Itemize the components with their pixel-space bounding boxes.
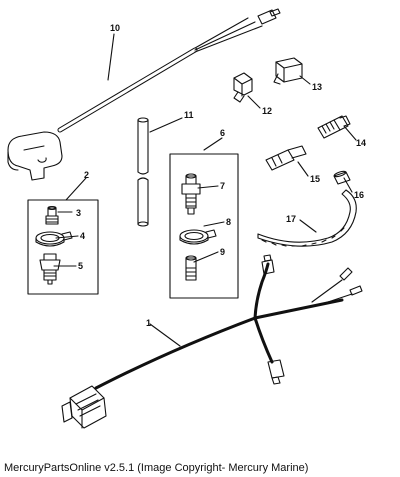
part-11-sleeve[interactable] bbox=[137, 117, 149, 227]
part-10-sensor-cable[interactable] bbox=[7, 8, 281, 181]
callout-15: 15 bbox=[310, 174, 320, 184]
callout-11: 11 bbox=[184, 110, 194, 120]
callout-5: 5 bbox=[78, 261, 83, 271]
callout-3: 3 bbox=[76, 208, 81, 218]
callout-6: 6 bbox=[220, 128, 225, 138]
part-16-small-sleeve[interactable] bbox=[333, 170, 351, 185]
image-caption: MercuryPartsOnline v2.5.1 (Image Copyrig… bbox=[4, 462, 309, 474]
part-1-wiring-harness[interactable] bbox=[61, 254, 363, 429]
callouts: 10 11 12 13 14 15 16 17 6 2 3 4 5 7 8 9 … bbox=[76, 23, 366, 328]
part-12-elbow[interactable] bbox=[233, 72, 253, 103]
callout-7: 7 bbox=[220, 181, 225, 191]
callout-1: 1 bbox=[146, 318, 151, 328]
part-14-sender[interactable] bbox=[317, 115, 351, 139]
callout-2: 2 bbox=[84, 170, 89, 180]
part-3-fitting bbox=[45, 205, 59, 225]
part-15-plug[interactable] bbox=[265, 145, 307, 171]
part-13-connector[interactable] bbox=[273, 57, 303, 85]
callout-4: 4 bbox=[80, 231, 85, 241]
callout-16: 16 bbox=[354, 190, 364, 200]
leader-lines bbox=[53, 33, 357, 347]
part-17-strap[interactable] bbox=[257, 189, 357, 247]
parts-diagram: 10 11 12 13 14 15 16 17 6 2 3 4 5 7 8 9 … bbox=[7, 8, 366, 429]
part-9-fitting bbox=[185, 255, 197, 281]
callout-13: 13 bbox=[312, 82, 322, 92]
part-2-kit-box[interactable] bbox=[27, 199, 99, 295]
callout-17: 17 bbox=[286, 214, 296, 224]
part-6-kit-box[interactable] bbox=[169, 153, 239, 299]
part-5-switch bbox=[39, 253, 61, 285]
part-7-sender bbox=[181, 173, 201, 215]
callout-8: 8 bbox=[226, 217, 231, 227]
part-8-clamp bbox=[179, 229, 217, 245]
callout-14: 14 bbox=[356, 138, 366, 148]
callout-10: 10 bbox=[110, 23, 120, 33]
callout-12: 12 bbox=[262, 106, 272, 116]
callout-9: 9 bbox=[220, 247, 225, 257]
part-4-clamp bbox=[35, 231, 73, 247]
